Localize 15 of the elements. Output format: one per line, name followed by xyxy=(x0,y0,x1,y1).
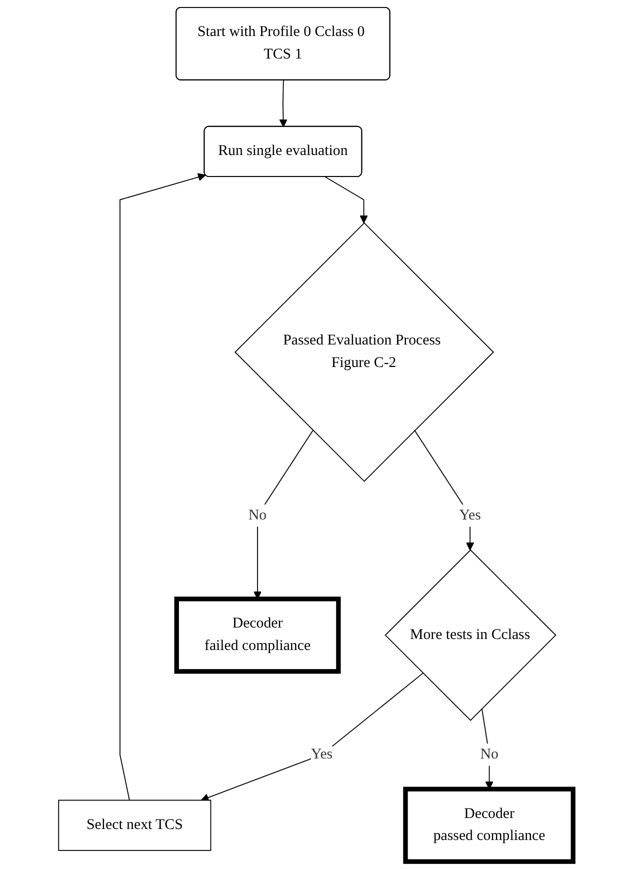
arrow xyxy=(278,80,287,128)
edge-label: No xyxy=(248,507,266,524)
edge-label: Yes xyxy=(458,507,480,524)
node-diamond: More tests in Cclass xyxy=(384,549,556,721)
arrow xyxy=(200,672,423,802)
arrow xyxy=(324,176,368,224)
arrow xyxy=(481,708,493,790)
arrow xyxy=(414,430,474,550)
arrow xyxy=(119,173,206,801)
edge-label: Yes xyxy=(310,746,332,762)
node-box: Decoder passed compliance xyxy=(402,786,576,864)
node-diamond: Passed Evaluation Process Figure C-2 xyxy=(234,222,494,482)
edge-label: No xyxy=(480,746,498,762)
node-box: Select next TCS xyxy=(58,800,211,851)
node-box: Decoder failed compliance xyxy=(174,596,340,674)
